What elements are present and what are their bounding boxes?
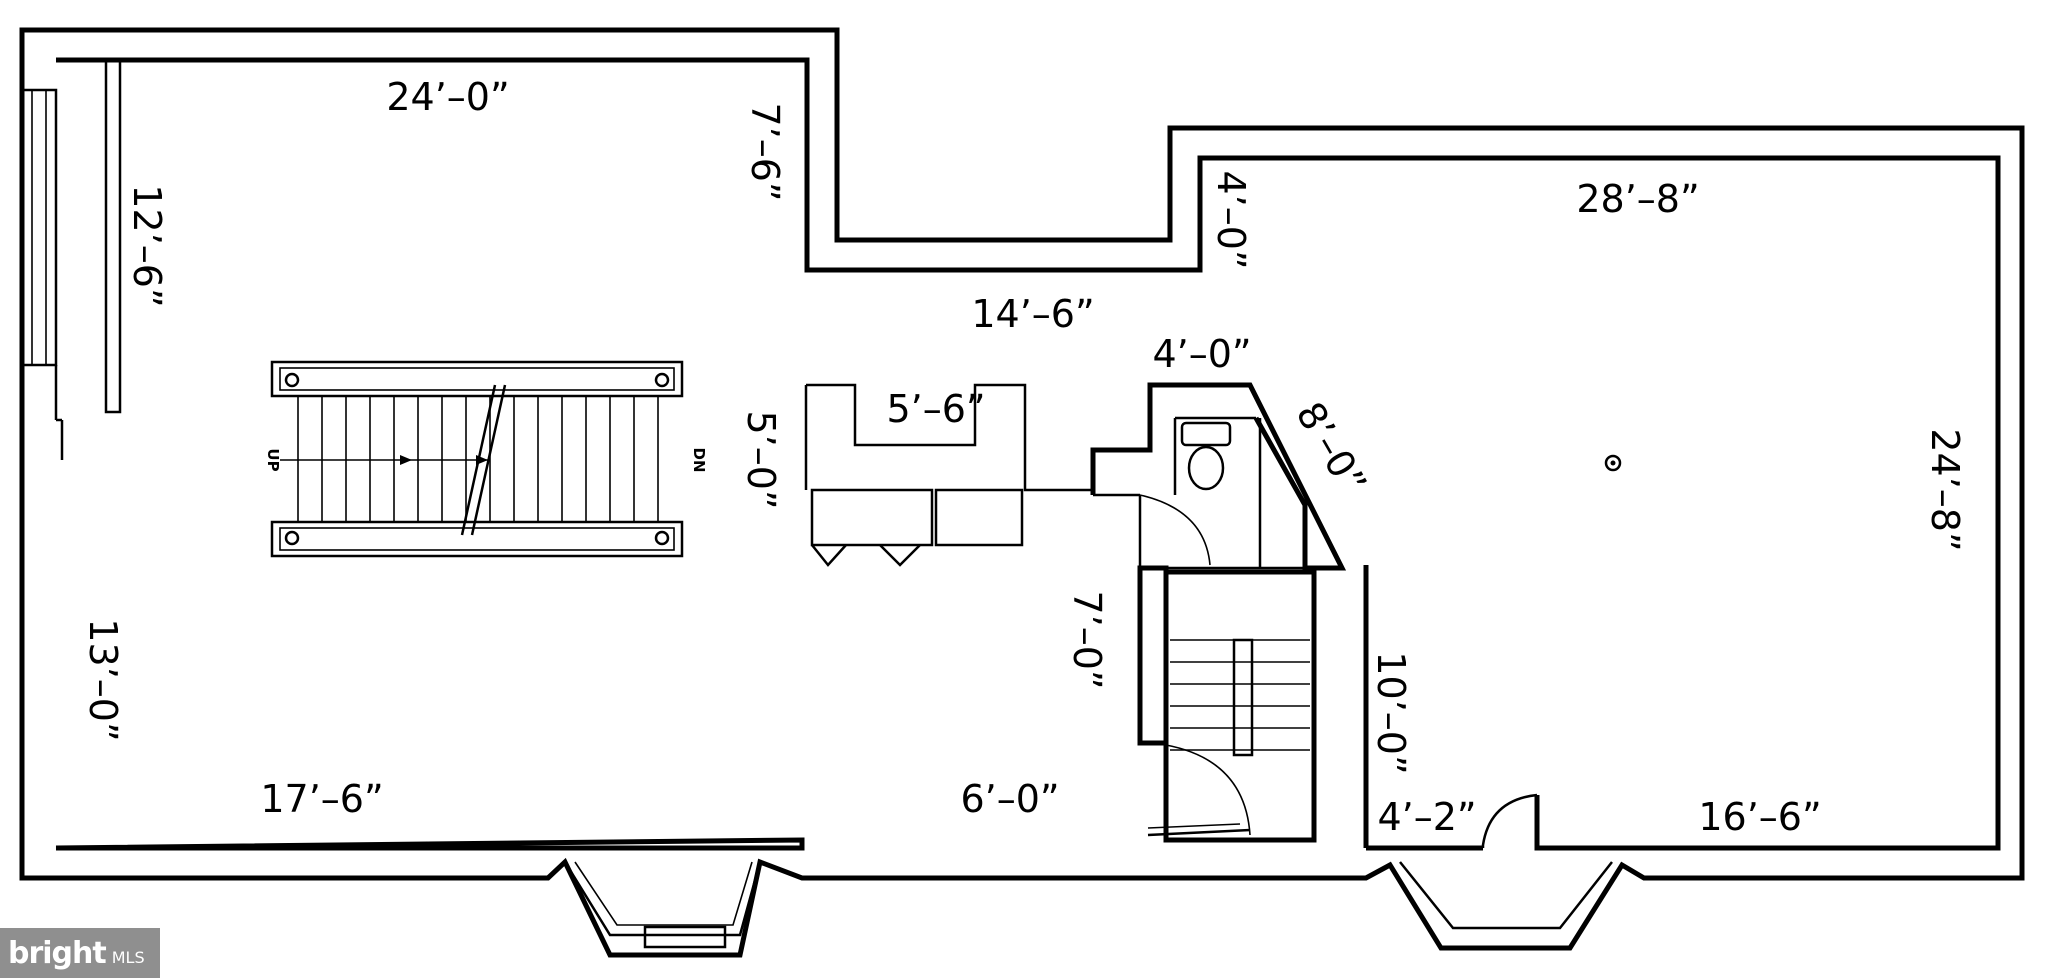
dim-bar-depth: 5’–0” [739,410,783,509]
dim-bottom-left-width: 17’–6” [260,777,383,821]
left-bay-window [563,861,762,949]
dim-stair-depth: 7’–0” [1065,590,1109,689]
closet-partition [104,58,122,414]
dim-mid-width: 14’–6” [971,292,1094,336]
dim-bath-width: 4’–0” [1152,332,1251,376]
back-stair [1137,565,1317,843]
dim-left-closet: 12’–6” [125,184,169,307]
brightmls-watermark: bright MLS [0,928,160,978]
right-bay [1399,861,1613,930]
dim-left-lower-depth: 13’–0” [81,618,125,741]
main-staircase: UP DN [264,360,708,558]
dim-left-top-width: 24’–0” [386,75,509,119]
exterior-wall-outer [19,27,2025,958]
dim-right-notch-depth: 4’–0” [1209,170,1253,269]
dim-bar-width: 5’–6” [886,387,985,431]
back-stair-door-swing [1165,744,1251,836]
dim-bottom-mid-width: 6’–0” [960,777,1059,821]
exterior-wall-inner [55,57,2001,851]
dim-right-wall-mid: 10’–0” [1369,651,1413,774]
watermark-brand: bright [8,935,107,971]
dim-bottom-right-width: 16’–6” [1698,795,1821,839]
watermark-suffix: MLS [111,947,145,967]
dim-right-depth: 24’–8” [1923,428,1967,551]
stair-up-label: UP [264,448,282,471]
bath-door-swing [1139,494,1211,566]
left-window [20,88,64,460]
dim-notch-depth: 7’–6” [743,102,787,201]
stair-down-label: DN [690,447,708,472]
ceiling-light-icon [1604,454,1622,472]
toilet-icon [1180,421,1232,491]
right-entry-door [1481,793,1539,848]
dim-right-top-width: 28’–8” [1576,177,1699,221]
bar-counter [804,383,1093,567]
dim-bottom-door-width: 4’–2” [1377,795,1476,839]
